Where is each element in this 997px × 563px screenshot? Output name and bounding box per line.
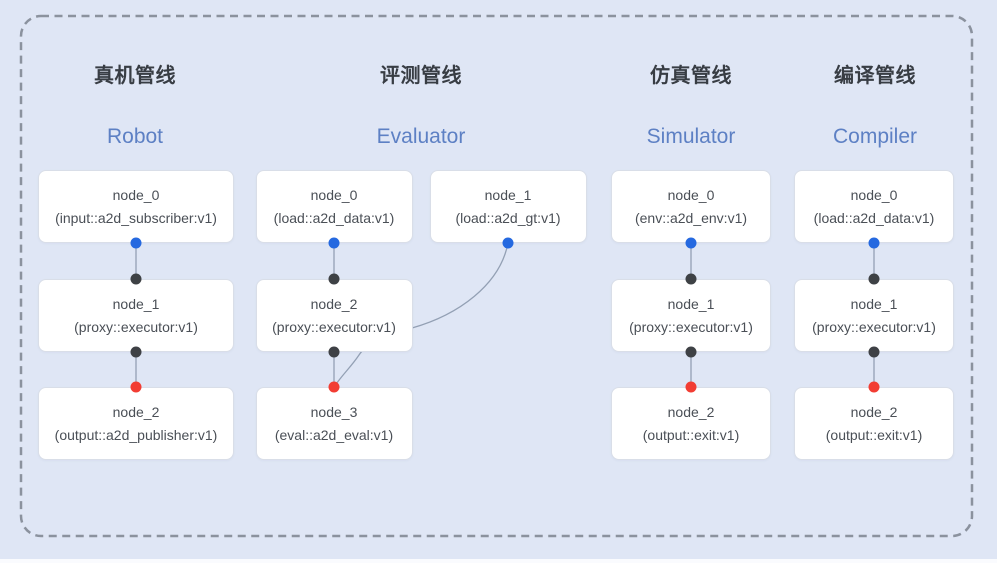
pipeline-title-en: Compiler [832,125,918,148]
pipeline-title-zh: 评测管线 [380,65,462,87]
node-type: (load::a2d_data:v1) [273,209,395,226]
pipeline-title-zh: 真机管线 [94,65,176,87]
node-type: (proxy::executor:v1) [812,318,936,335]
node-name: node_1 [850,295,898,312]
node-type: (load::a2d_gt:v1) [455,209,561,226]
node-type: (proxy::executor:v1) [629,318,753,335]
red-port-dot [868,381,880,393]
red-port-dot [685,381,697,393]
dark-port-dot [130,273,142,285]
diagram-node: node_0(input::a2d_subscriber:v1) [38,170,234,243]
node-name: node_1 [667,295,715,312]
diagram-node: node_3(eval::a2d_eval:v1) [255,387,413,460]
node-type: (load::a2d_data:v1) [813,209,935,226]
dark-port-dot [328,273,340,285]
dark-port-dot [685,346,697,358]
blue-port-dot [502,237,514,249]
diagram-node: node_1(load::a2d_gt:v1) [429,170,587,243]
node-name: node_0 [310,186,358,203]
diagram-node: node_1(proxy::executor:v1) [794,279,954,352]
node-type: (proxy::executor:v1) [74,318,198,335]
dashed-boundary [19,14,974,538]
diagram-node: node_2(proxy::executor:v1) [255,279,413,352]
node-name: node_0 [667,186,715,203]
node-type: (eval::a2d_eval:v1) [274,426,394,443]
node-name: node_2 [850,403,898,420]
blue-port-dot [328,237,340,249]
node-name: node_3 [310,403,358,420]
node-type: (env::a2d_env:v1) [634,209,748,226]
diagram-node: node_0(load::a2d_data:v1) [794,170,954,243]
bottom-edge-highlight [0,559,997,563]
node-type: (output::exit:v1) [825,426,923,443]
diagram-node: node_0(env::a2d_env:v1) [611,170,771,243]
node-name: node_0 [112,186,160,203]
dark-port-dot [868,346,880,358]
diagram-node: node_1(proxy::executor:v1) [611,279,771,352]
node-name: node_1 [112,295,160,312]
dark-port-dot [868,273,880,285]
pipeline-title-en: Robot [106,125,164,148]
red-port-dot [130,381,142,393]
diagram-node: node_2(output::exit:v1) [611,387,771,460]
pipeline-title-en: Evaluator [376,125,466,148]
blue-port-dot [868,237,880,249]
diagram-node: node_1(proxy::executor:v1) [38,279,234,352]
blue-port-dot [130,237,142,249]
node-type: (proxy::executor:v1) [272,318,396,335]
pipeline-title-zh: 仿真管线 [650,65,732,87]
diagram-node: node_2(output::exit:v1) [794,387,954,460]
node-name: node_2 [310,295,358,312]
blue-port-dot [685,237,697,249]
diagram-node: node_0(load::a2d_data:v1) [255,170,413,243]
node-type: (output::a2d_publisher:v1) [54,426,218,443]
node-name: node_0 [850,186,898,203]
dark-port-dot [685,273,697,285]
pipeline-title-zh: 编译管线 [834,65,916,87]
red-port-dot [328,381,340,393]
node-name: node_2 [667,403,715,420]
node-name: node_2 [112,403,160,420]
node-name: node_1 [484,186,532,203]
dark-port-dot [328,346,340,358]
dark-port-dot [130,346,142,358]
node-type: (input::a2d_subscriber:v1) [55,209,217,226]
diagram-node: node_2(output::a2d_publisher:v1) [38,387,234,460]
pipeline-title-en: Simulator [646,125,736,148]
node-type: (output::exit:v1) [642,426,740,443]
